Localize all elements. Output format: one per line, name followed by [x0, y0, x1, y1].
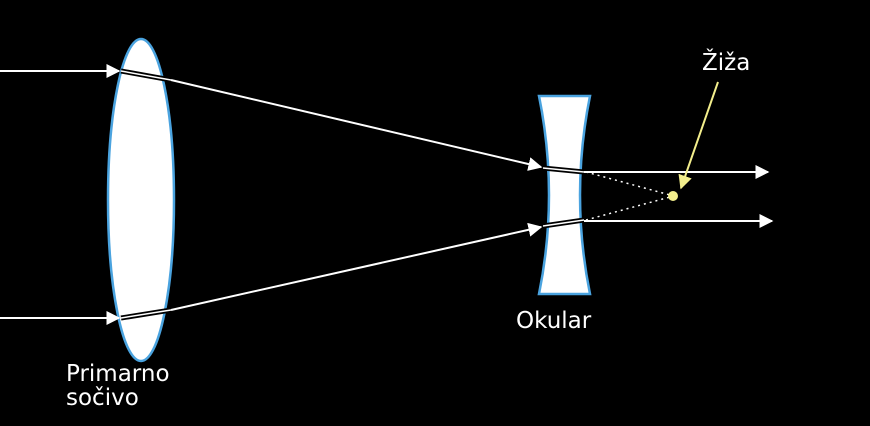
eyepiece-label: Okular [516, 308, 592, 334]
focus-point [668, 191, 678, 201]
focus-pointer-arrow [678, 81, 719, 190]
virtual-ray-top [585, 171, 671, 196]
primary-lens-label-line2: sočivo [66, 385, 139, 411]
ray-in-lens-bottom-core [120, 309, 172, 319]
primary-lens-label-line1: Primarno [66, 361, 170, 387]
primary-lens [106, 37, 176, 363]
converging-ray-top [170, 79, 543, 171]
focus-label: Žiža [702, 48, 750, 76]
ray-in-eyepiece-bottom-core [542, 219, 585, 227]
ray-in-eyepiece-top-core [542, 167, 585, 173]
ray-in-lens-top-core [120, 70, 172, 81]
virtual-ray-bottom [585, 196, 671, 221]
eyepiece-lens [537, 94, 592, 296]
converging-ray-bottom [170, 222, 543, 311]
